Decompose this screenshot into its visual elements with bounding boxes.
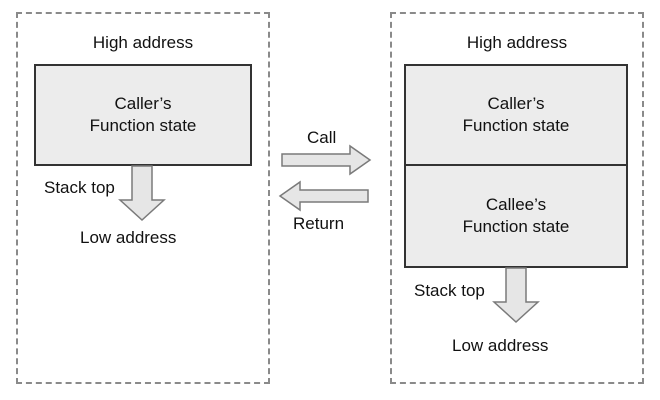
right-caller-box-line1: Caller’s <box>487 94 545 113</box>
right-callee-box-line1: Callee’s <box>485 195 547 214</box>
return-label: Return <box>293 214 345 233</box>
caller-stack-panel <box>16 12 270 384</box>
call-label: Call <box>307 128 337 147</box>
right-callee-function-state-box: Callee’s Function state <box>404 164 628 268</box>
left-caller-box-line2: Function state <box>89 116 197 135</box>
left-stack-growth-arrow <box>118 165 166 222</box>
callee-stack-panel <box>390 12 644 384</box>
left-low-address-label: Low address <box>80 228 177 247</box>
left-caller-box-line1: Caller’s <box>114 94 172 113</box>
left-stack-top-label: Stack top <box>44 178 115 197</box>
right-callee-box-line2: Function state <box>462 217 570 236</box>
right-caller-function-state-box: Caller’s Function state <box>404 64 628 166</box>
right-stack-top-label: Stack top <box>414 281 485 300</box>
right-low-address-label: Low address <box>452 336 549 355</box>
right-high-address-label: High address <box>466 33 568 52</box>
call-arrow <box>281 144 372 176</box>
right-stack-growth-arrow <box>492 267 540 324</box>
left-caller-function-state-box: Caller’s Function state <box>34 64 252 166</box>
left-high-address-label: High address <box>92 33 194 52</box>
return-arrow <box>278 180 369 212</box>
right-caller-box-line2: Function state <box>462 116 570 135</box>
